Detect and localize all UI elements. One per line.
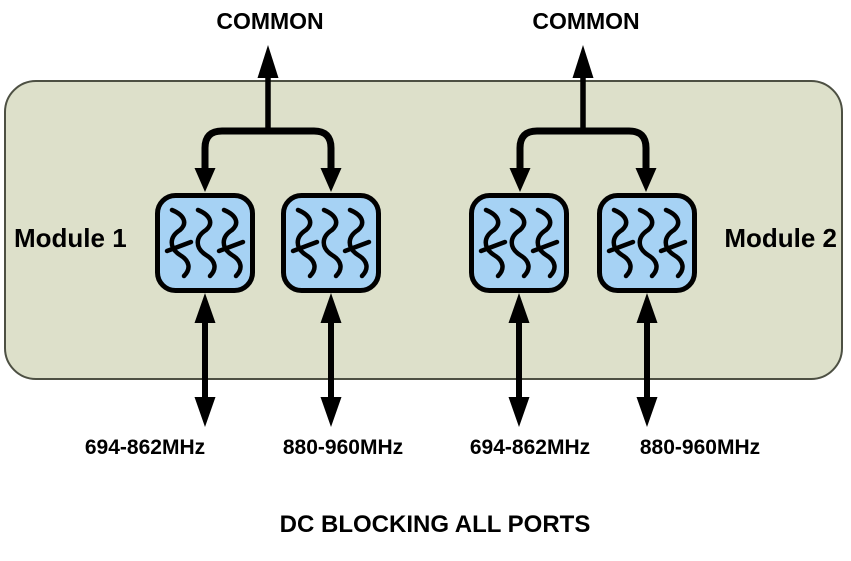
dc-blocking-note: DC BLOCKING ALL PORTS [279,511,591,538]
filter-block-4 [600,196,695,291]
filter-block-1 [158,196,253,291]
common-splitter-arrow-module1 [195,45,342,192]
common-port-label-module2: COMMON [532,8,640,34]
port-frequency-label-3: 694-862MHz [469,436,591,459]
port-arrow-1 [195,293,216,427]
common-port-label-module1: COMMON [216,8,324,34]
port-arrow-2 [321,293,342,427]
filter-block-2 [284,196,379,291]
port-frequency-label-4: 880-960MHz [639,436,761,459]
port-arrow-3 [509,293,530,427]
module1-label: Module 1 [14,223,127,253]
module2-label: Module 2 [724,223,837,253]
port-frequency-label-2: 880-960MHz [282,436,404,459]
port-arrow-4 [637,293,658,427]
module-enclosure [4,80,843,380]
filter-block-3 [472,196,567,291]
port-frequency-label-1: 694-862MHz [84,436,206,459]
common-splitter-arrow-module2 [510,45,657,192]
